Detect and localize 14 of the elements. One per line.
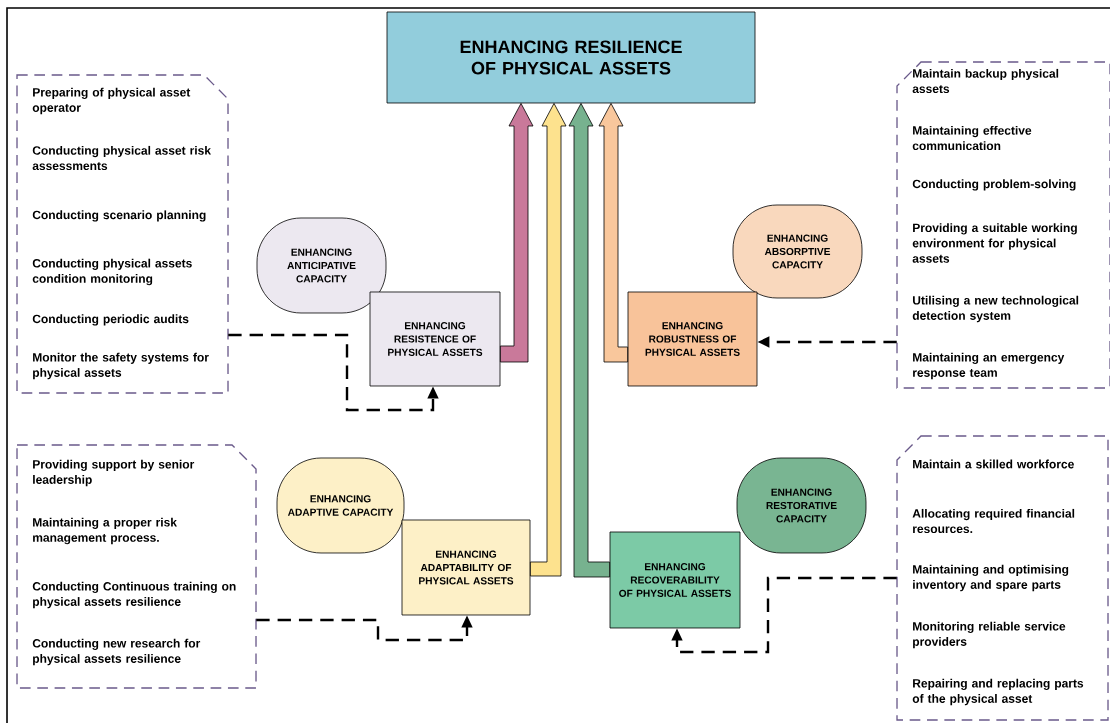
activity-list: Maintain backup physical assets Maintaining effective communication Conducting problem-solving Providing a suitable working environment for physical assets Utilising a new technological detection system Maintaining an emergency response team (896, 61, 1110, 389)
block-arrow (500, 103, 534, 363)
block-arrow (598, 103, 628, 363)
process-box: ENHANCING ADAPTABILITY OF PHYSICAL ASSETS (401, 519, 531, 616)
block-arrow (530, 103, 567, 577)
process-box: ENHANCING RESISTENCE OF PHYSICAL ASSETS (369, 291, 501, 387)
arrow (671, 576, 897, 654)
block-arrow (568, 103, 610, 578)
process-box: ENHANCING ROBUSTNESS OF PHYSICAL ASSETS (627, 291, 758, 387)
activity-list: Maintain a skilled workforce Allocating required financial resources. Maintaining and optimising inventory and spare parts Monitoring reliable service providers Repairing and replacing parts of the physical asset (896, 435, 1109, 721)
title-box: ENHANCING RESILIENCE OF PHYSICAL ASSETS (386, 11, 756, 104)
activity-list: Preparing of physical asset operator Conducting physical asset risk assessments Conducting scenario planning Conducting physical assets condition monitoring Conducting periodic audits Monitor the safety systems for physical assets (16, 74, 229, 394)
process-box: ENHANCING RECOVERABILITY OF PHYSICAL ASSETS (609, 531, 741, 629)
activity-list: Providing support by senior leadership Maintaining a proper risk management process. Conducting Continuous training on physical assets resilience Conducting new research for physical assets resilience (16, 444, 257, 689)
